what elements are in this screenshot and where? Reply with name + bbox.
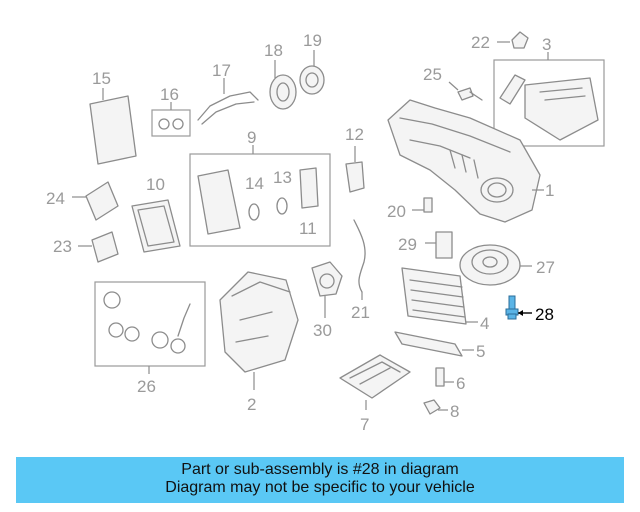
part-16-clips (151, 109, 191, 137)
part-2-lower-housing (219, 271, 299, 373)
part-6-bolt (435, 367, 445, 387)
callout-2: 2 (247, 395, 256, 414)
callout-1: 1 (545, 181, 554, 200)
part-20-screw (423, 197, 433, 213)
callout-25: 25 (423, 65, 442, 84)
part-22-clip (511, 31, 529, 49)
callout-22: 22 (471, 33, 490, 52)
callout-29: 29 (398, 235, 417, 254)
callout-14: 14 (245, 174, 264, 193)
callout-16: 16 (160, 85, 179, 104)
part-17-pipe (197, 91, 259, 125)
callout-5: 5 (476, 342, 485, 361)
part-24-bracket (85, 181, 119, 221)
callout-23: 23 (53, 237, 72, 256)
callout-18: 18 (264, 41, 283, 60)
parts-diagram: 1 2 3 4 5 6 7 8 9 10 11 12 13 14 15 16 1… (46, 31, 605, 434)
part-11-valve (299, 167, 319, 209)
part-26-gear-1 (103, 291, 121, 309)
part-7-tray (339, 354, 411, 399)
part-28-bolt-highlighted[interactable] (505, 295, 519, 320)
info-banner: Part or sub-assembly is #28 in diagram D… (16, 457, 624, 503)
part-18-gasket (269, 74, 297, 110)
callout-30: 30 (313, 321, 332, 340)
callout-21: 21 (351, 303, 370, 322)
callout-26: 26 (137, 377, 156, 396)
callout-20: 20 (387, 202, 406, 221)
part-26-gear-2 (108, 322, 124, 338)
banner-line-2: Diagram may not be specific to your vehi… (165, 479, 475, 496)
part-9-heater-core (197, 169, 241, 235)
part-26-link (177, 303, 191, 337)
callout-27: 27 (536, 258, 555, 277)
callout-6: 6 (456, 374, 465, 393)
box-part-9 (189, 153, 331, 247)
part-21-hose (353, 219, 366, 293)
box-part-26 (94, 281, 206, 367)
part-12-actuator (345, 161, 365, 193)
part-15-filter (89, 95, 137, 165)
part-19-gasket (299, 65, 325, 95)
box-part-3 (493, 59, 605, 147)
part-1-heater-housing (387, 99, 541, 223)
part-14-o-ring (248, 203, 260, 221)
callout-4: 4 (480, 314, 489, 333)
part-3-insulator (524, 77, 599, 141)
part-25-screw (457, 87, 474, 101)
part-4-filter (401, 267, 467, 325)
part-29-bracket (435, 231, 453, 259)
callout-12: 12 (345, 125, 364, 144)
callout-19: 19 (303, 31, 322, 50)
part-26-gear-3 (124, 326, 140, 342)
part-13-o-ring (276, 197, 288, 215)
callout-8: 8 (450, 402, 459, 421)
callout-24: 24 (46, 189, 65, 208)
banner-line-1: Part or sub-assembly is #28 in diagram (181, 461, 459, 478)
callout-11: 11 (299, 219, 317, 238)
callout-15: 15 (92, 69, 111, 88)
callout-labels: 1 2 3 4 5 6 7 8 9 10 11 12 13 14 15 16 1… (46, 31, 555, 434)
part-8-clip (423, 399, 441, 415)
part-10-filter-frame (131, 199, 181, 253)
part-26-gear-4 (151, 331, 169, 349)
part-27-blower-motor (459, 244, 521, 286)
part-5-seal (394, 331, 463, 357)
callout-10: 10 (146, 175, 165, 194)
part-3-bracket (499, 74, 526, 105)
callout-13: 13 (273, 168, 292, 187)
callout-9: 9 (247, 128, 256, 147)
part-23-bracket (91, 231, 119, 263)
part-26-gear-5 (170, 338, 186, 354)
callout-28-highlighted: 28 (535, 305, 554, 324)
callout-3: 3 (542, 35, 551, 54)
callout-17: 17 (212, 61, 231, 80)
part-30-actuator (311, 261, 343, 297)
callout-7: 7 (360, 415, 369, 434)
